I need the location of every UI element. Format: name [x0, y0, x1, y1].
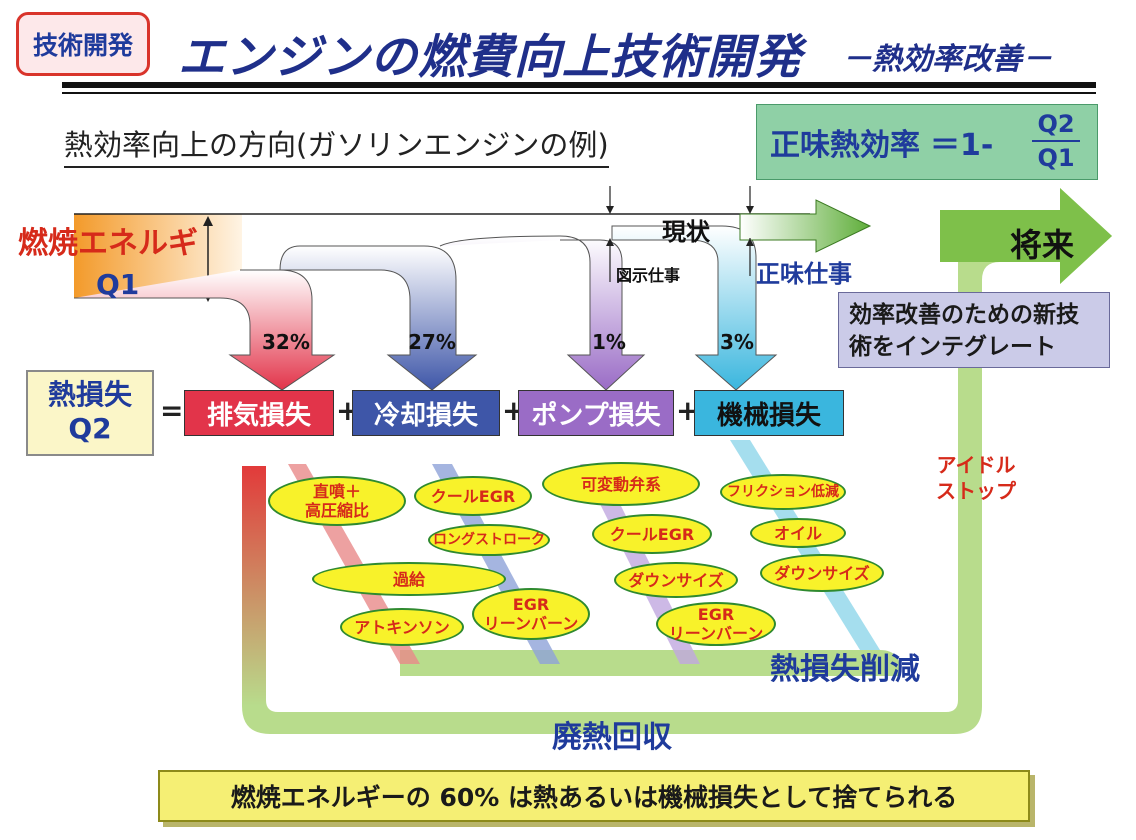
tech-oval-friction: フリクション低減 [720, 474, 846, 510]
indicated-work-label: 図示仕事 [616, 266, 681, 285]
formula-fraction: Q2 Q1 [1032, 110, 1080, 172]
energy-symbol: Q1 [96, 268, 140, 301]
equals-sign: = [160, 394, 184, 427]
exhaust-percent: 32% [262, 330, 310, 354]
heat-loss-box: 熱損失 Q2 [26, 370, 154, 456]
future-label: 将来 [1010, 226, 1075, 264]
formula-denominator: Q1 [1037, 144, 1075, 172]
tech-oval-downsize-1: ダウンサイズ [614, 562, 738, 598]
mechanical-percent: 3% [720, 330, 754, 354]
idle-stop-label: アイドル ストップ [936, 453, 1016, 503]
section-heading: 熱効率向上の方向(ガソリンエンジンの例) [64, 122, 609, 168]
pump-percent: 1% [592, 330, 626, 354]
energy-label: 燃焼エネルギ [18, 226, 198, 261]
exhaust-loss-box: 排気損失 [184, 390, 334, 436]
current-output-arrow [739, 199, 872, 253]
summary-banner: 燃焼エネルギーの 60% は熱あるいは機械損失として捨てられる [158, 770, 1030, 822]
net-work-label: 正味仕事 [756, 260, 852, 288]
title-underline [62, 82, 1096, 88]
tech-oval-downsize-2: ダウンサイズ [760, 554, 884, 592]
waste-heat-recovery-label: 廃熱回収 [552, 720, 672, 755]
heat-loss-label: 熱損失 [47, 378, 132, 411]
plus-sign: + [676, 394, 700, 427]
tech-oval-long-stroke: ロングストローク [428, 524, 550, 556]
tech-oval-cool-egr: クールEGR [414, 476, 532, 516]
cooling-percent: 27% [408, 330, 456, 354]
cooling-loss-arrow [279, 245, 478, 391]
page-subtitle: －熱効率改善－ [842, 42, 1052, 77]
cooling-loss-box: 冷却損失 [352, 390, 500, 436]
tech-oval-atkinson: アトキンソン [340, 608, 464, 646]
tech-oval-cool-egr-2: クールEGR [592, 514, 712, 554]
formula-text: 正味熱効率 ＝1- [770, 120, 993, 164]
pump-loss-arrow [439, 235, 646, 391]
formula-label: 正味熱効率 [770, 128, 920, 163]
category-badge: 技術開発 [16, 12, 150, 76]
formula-numerator: Q2 [1037, 110, 1075, 138]
formula-expr: ＝1- [930, 128, 994, 163]
heat-loss-symbol: Q2 [68, 412, 112, 445]
title-underline-thin [62, 92, 1096, 94]
tech-oval-direct-injection: 直噴＋ 高圧縮比 [268, 476, 406, 526]
fraction-bar [1032, 140, 1080, 142]
tech-oval-egr-lean-2: EGR リーンバーン [656, 602, 776, 646]
future-output-arrow [940, 188, 1112, 284]
tech-oval-oil: オイル [750, 518, 846, 548]
heat-loss-reduction-label: 熱損失削減 [770, 652, 920, 687]
tech-oval-egr-lean-1: EGR リーンバーン [472, 588, 590, 640]
tech-oval-turbo: 過給 [312, 562, 506, 596]
mechanical-loss-box: 機械損失 [694, 390, 844, 436]
formula-box [756, 104, 1098, 180]
integrate-technology-box: 効率改善のための新技術をインテグレート [838, 292, 1110, 368]
tech-oval-variable-valve: 可変動弁系 [542, 462, 700, 506]
page-title: エンジンの燃費向上技術開発 [178, 30, 802, 85]
mechanical-loss-arrow [611, 225, 778, 391]
waste-heat-gradient [242, 466, 266, 706]
pump-loss-box: ポンプ損失 [518, 390, 674, 436]
heat-loss-reduction-band [400, 650, 900, 676]
current-label: 現状 [662, 218, 710, 246]
